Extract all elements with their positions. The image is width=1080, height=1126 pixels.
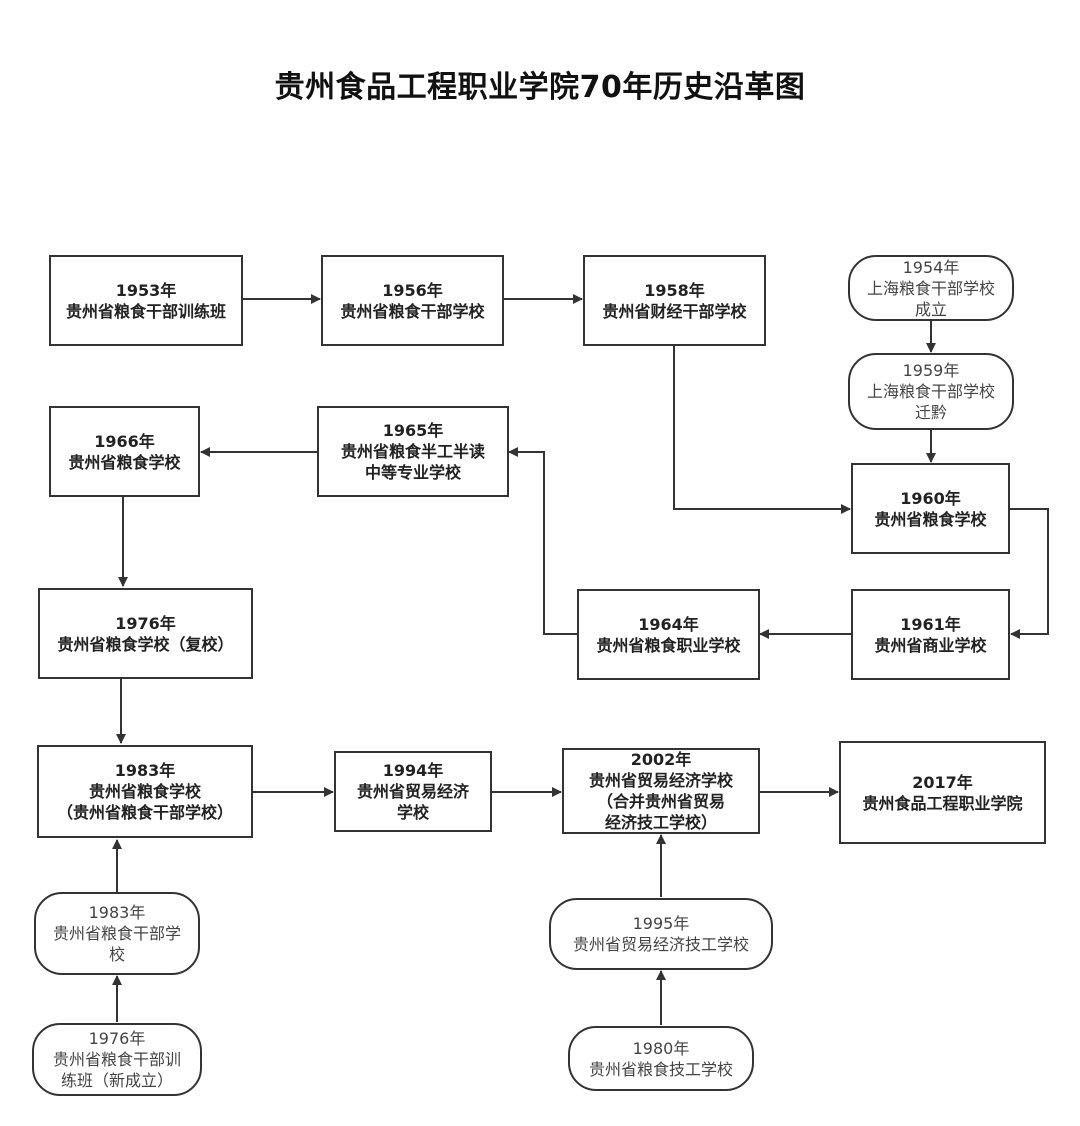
node-1966-grain-school: 1966年 贵州省粮食学校 [49,406,200,497]
node-year: 1966年 [94,431,155,451]
node-year: 1983年 [114,761,176,780]
node-label: 经济技工学校） [604,813,717,832]
node-label: 贵州省粮食职业学校 [596,635,741,655]
node-label: 贵州省财经干部学校 [602,301,747,321]
node-year: 1976年 [88,1029,146,1048]
node-label: 贵州省粮食半工半读 [340,442,485,461]
node-1964-grain-vocational-school: 1964年 贵州省粮食职业学校 [577,589,760,680]
node-1954-shanghai-grain-cadre-school: 1954年 上海粮食干部学校 成立 [848,255,1014,321]
diagram-title: 贵州食品工程职业学院70年历史沿革图 [274,70,806,105]
node-year: 1961年 [900,614,961,634]
node-1983-grain-school: 1983年 贵州省粮食学校 （贵州省粮食干部学校） [37,745,253,838]
node-label: 贵州省粮食干部训 [52,1050,181,1069]
node-label: （合并贵州省贸易 [596,792,725,811]
node-year: 1983年 [88,903,146,922]
node-1959-shanghai-school-relocated: 1959年 上海粮食干部学校 迁黔 [848,353,1014,430]
node-label: 贵州省贸易经济学校 [588,771,733,790]
node-1961-commerce-school: 1961年 贵州省商业学校 [851,589,1010,680]
node-label: 贵州省粮食学校 [88,782,201,801]
node-label: 上海粮食干部学校 [866,278,995,298]
node-label: 贵州省商业学校 [874,635,987,655]
node-1976-grain-school-reopened: 1976年 贵州省粮食学校（复校） [38,588,253,679]
node-label: 贵州省粮食干部学校 [340,301,485,321]
node-year: 1956年 [382,280,443,300]
node-year: 2017年 [912,772,973,792]
node-1995-trade-economics-technical-school: 1995年 贵州省贸易经济技工学校 [549,898,773,970]
node-1983-grain-cadre-school: 1983年 贵州省粮食干部学 校 [34,892,200,975]
node-label: （贵州省粮食干部学校） [56,803,233,822]
node-label: 贵州省粮食技工学校 [588,1059,733,1079]
node-label: 中等专业学校 [364,463,461,482]
node-1953-grain-cadre-training-class: 1953年 贵州省粮食干部训练班 [49,255,243,346]
node-label: 贵州省贸易经济 [356,782,469,801]
node-1980-grain-technical-school: 1980年 贵州省粮食技工学校 [568,1026,754,1091]
node-label: 贵州省粮食学校 [68,452,181,472]
node-label: 迁黔 [914,403,947,422]
node-1965-grain-work-study-school: 1965年 贵州省粮食半工半读 中等专业学校 [317,406,509,497]
node-year: 2002年 [630,750,692,769]
node-year: 1958年 [644,280,705,300]
node-label: 学校 [396,803,429,822]
node-year: 1976年 [115,613,176,633]
arrow-1958-to-1960 [673,346,851,514]
node-1958-finance-cadre-school: 1958年 贵州省财经干部学校 [583,255,766,346]
node-label: 贵州省贸易经济技工学校 [572,935,749,954]
node-1956-grain-cadre-school: 1956年 贵州省粮食干部学校 [321,255,504,346]
node-year: 1995年 [632,914,690,933]
node-year: 1980年 [632,1038,690,1058]
node-year: 1960年 [900,488,961,508]
node-label: 贵州省粮食干部训练班 [65,301,226,321]
node-1976-grain-cadre-training-class-new: 1976年 贵州省粮食干部训 练班（新成立） [32,1023,202,1096]
node-label: 贵州省粮食学校（复校） [57,634,234,654]
node-label: 校 [108,945,125,964]
node-label: 贵州省粮食学校 [874,509,987,529]
node-2002-trade-economics-school-merged: 2002年 贵州省贸易经济学校 （合并贵州省贸易 经济技工学校） [562,748,760,834]
node-year: 1964年 [638,614,699,634]
node-label: 贵州食品工程职业学院 [862,793,1023,813]
node-label: 成立 [914,299,947,319]
node-2017-food-engineering-vocational-college: 2017年 贵州食品工程职业学院 [839,741,1046,844]
arrow-1964-to-1965 [508,447,577,635]
node-year: 1953年 [115,280,177,300]
arrow-1960-to-1961 [1010,508,1049,639]
node-year: 1994年 [382,761,444,780]
node-year: 1954年 [902,257,960,277]
node-label: 贵州省粮食干部学 [52,924,181,943]
node-label: 上海粮食干部学校 [866,382,995,401]
node-1960-grain-school: 1960年 贵州省粮食学校 [851,463,1010,554]
node-1994-trade-economics-school: 1994年 贵州省贸易经济 学校 [334,751,492,832]
node-label: 练班（新成立） [60,1071,173,1090]
node-year: 1965年 [382,421,444,440]
node-year: 1959年 [902,361,960,380]
